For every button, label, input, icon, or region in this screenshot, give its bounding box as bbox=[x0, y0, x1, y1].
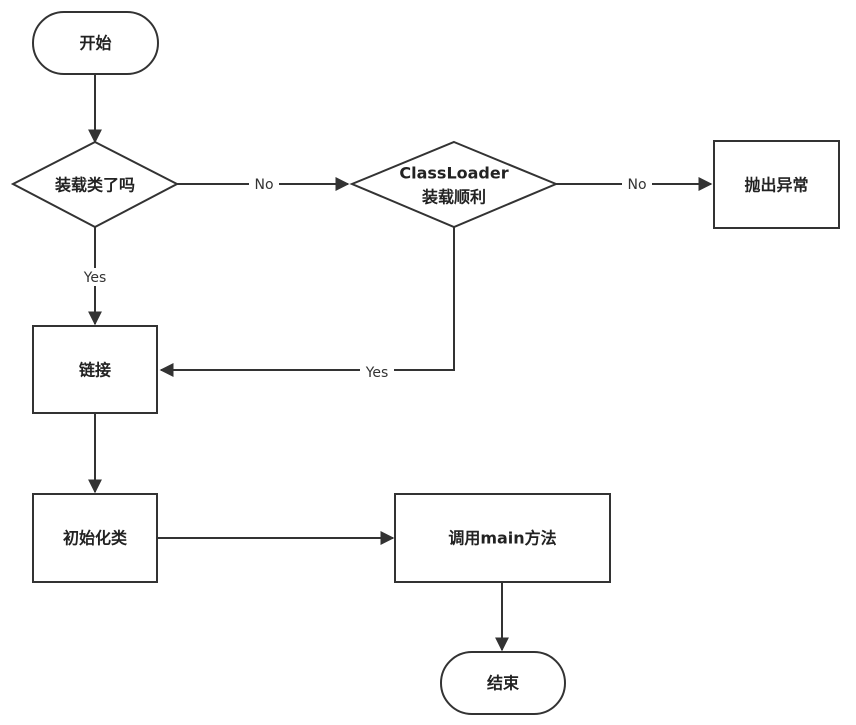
edge-classloader-to-link bbox=[159, 227, 455, 377]
edge-labels-group: No No Yes Yes bbox=[78, 175, 652, 381]
node-start-label: 开始 bbox=[79, 34, 111, 53]
node-end: 结束 bbox=[440, 651, 566, 715]
node-end-label: 结束 bbox=[486, 674, 520, 693]
node-throw-exception: 抛出异常 bbox=[713, 140, 840, 229]
node-init-class: 初始化类 bbox=[32, 493, 158, 583]
edge-label-classloader-yes: Yes bbox=[365, 365, 389, 381]
node-decision-classloader-label-line2: 装载顺利 bbox=[421, 188, 486, 207]
node-call-main: 调用main方法 bbox=[394, 493, 611, 583]
node-init-class-label: 初始化类 bbox=[63, 529, 128, 548]
node-decision-classloader: ClassLoader 装载顺利 bbox=[349, 140, 559, 229]
node-decision-loaded-label: 装载类了吗 bbox=[54, 176, 135, 195]
node-link: 链接 bbox=[32, 325, 158, 414]
node-start: 开始 bbox=[32, 11, 159, 75]
node-call-main-label: 调用main方法 bbox=[448, 529, 556, 548]
edge-label-classloader-no: No bbox=[627, 177, 646, 193]
node-link-label: 链接 bbox=[79, 361, 111, 380]
edge-label-loaded-no: No bbox=[254, 177, 273, 193]
edges-group bbox=[88, 74, 713, 652]
node-decision-loaded: 装载类了吗 bbox=[10, 140, 180, 229]
node-decision-classloader-label-line1: ClassLoader bbox=[399, 164, 508, 183]
node-throw-exception-label: 抛出异常 bbox=[744, 176, 808, 195]
edge-label-loaded-yes: Yes bbox=[83, 270, 107, 286]
